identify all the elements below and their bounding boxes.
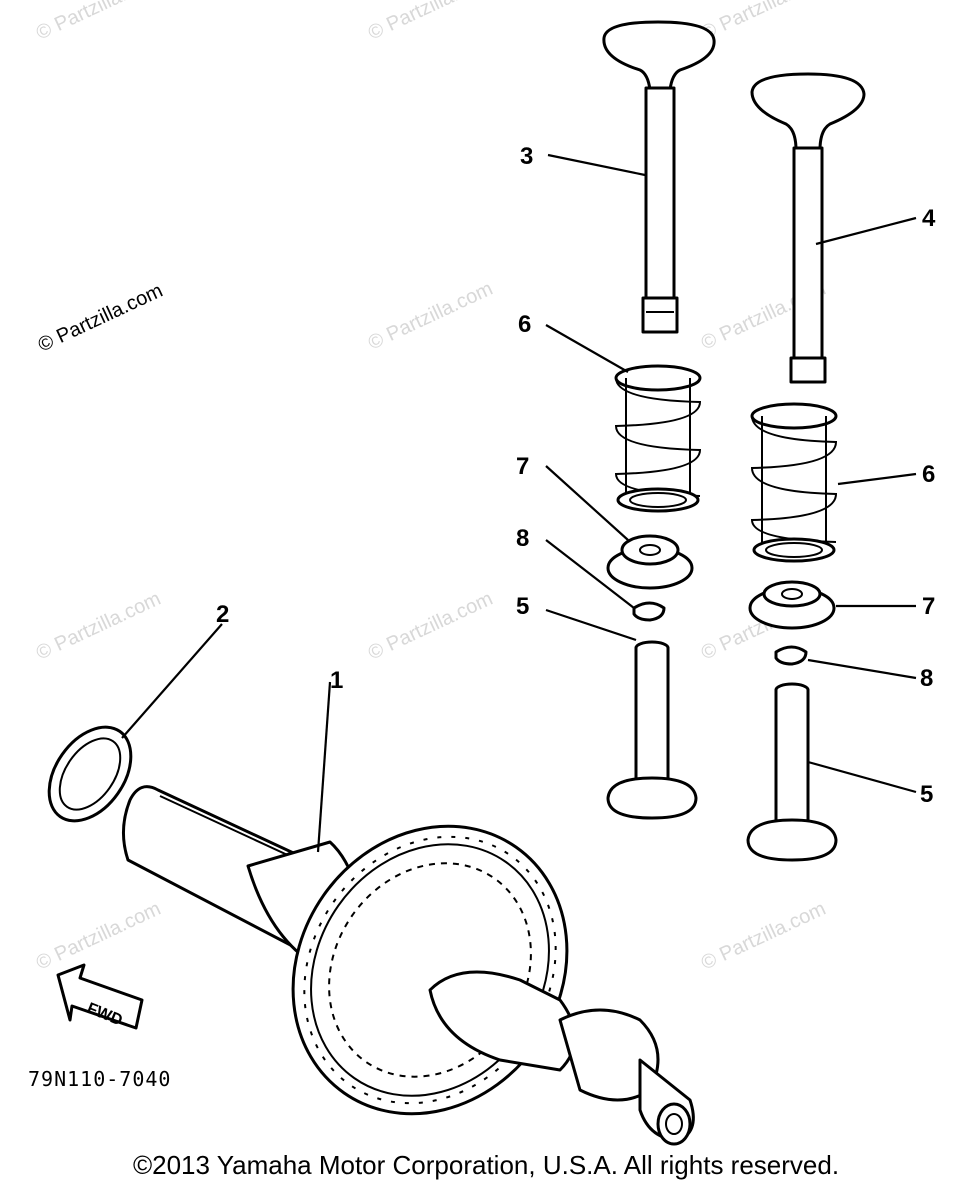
copyright-notice: ©2013 Yamaha Motor Corporation, U.S.A. A… [132, 1150, 840, 1180]
camshaft-1 [122, 785, 695, 1146]
watermark-text: © Partzilla.com [365, 278, 496, 355]
diagram-code: 79N110-7040 [28, 1067, 171, 1091]
cotter-8-right [774, 645, 808, 666]
retainer-7-left [606, 534, 694, 590]
leader-lines [121, 153, 917, 853]
watermark-text: © Partzilla.com [33, 898, 164, 975]
callout-3: 3 [520, 143, 533, 170]
cotter-8-left [632, 601, 666, 622]
watermark-text: © Partzilla.com [698, 898, 829, 975]
callout-8: 8 [516, 525, 529, 552]
watermark-text: © Partzilla.com [365, 588, 496, 665]
callout-7: 7 [922, 593, 935, 620]
callout-4: 4 [922, 205, 936, 232]
lifter-5-left [606, 640, 698, 820]
callout-7: 7 [516, 453, 529, 480]
washer-2 [47, 725, 133, 823]
watermark-text: © Partzilla.com [33, 588, 164, 665]
callout-5: 5 [920, 781, 933, 808]
watermark-text: © Partzilla.com [698, 0, 829, 45]
spring-6-right [750, 402, 838, 563]
valve-4 [750, 72, 866, 384]
spring-6-left [614, 364, 702, 513]
callout-1: 1 [330, 667, 343, 694]
lifter-5-right [746, 682, 838, 862]
watermark-text-dark: © Partzilla.com [35, 280, 166, 357]
callout-6: 6 [922, 461, 935, 488]
retainer-7-right [748, 580, 836, 630]
cam-gear [291, 824, 569, 1116]
watermark-text: © Partzilla.com [33, 0, 164, 45]
callout-2: 2 [216, 601, 229, 628]
callout-5: 5 [516, 593, 529, 620]
callouts: 1 2 3 4 5 5 6 6 7 7 8 8 [216, 143, 936, 808]
fwd-arrow: FWD [56, 963, 144, 1030]
watermark-text: © Partzilla.com [365, 0, 496, 45]
valve-3 [602, 20, 716, 334]
callout-8: 8 [920, 665, 933, 692]
callout-6: 6 [518, 311, 531, 338]
